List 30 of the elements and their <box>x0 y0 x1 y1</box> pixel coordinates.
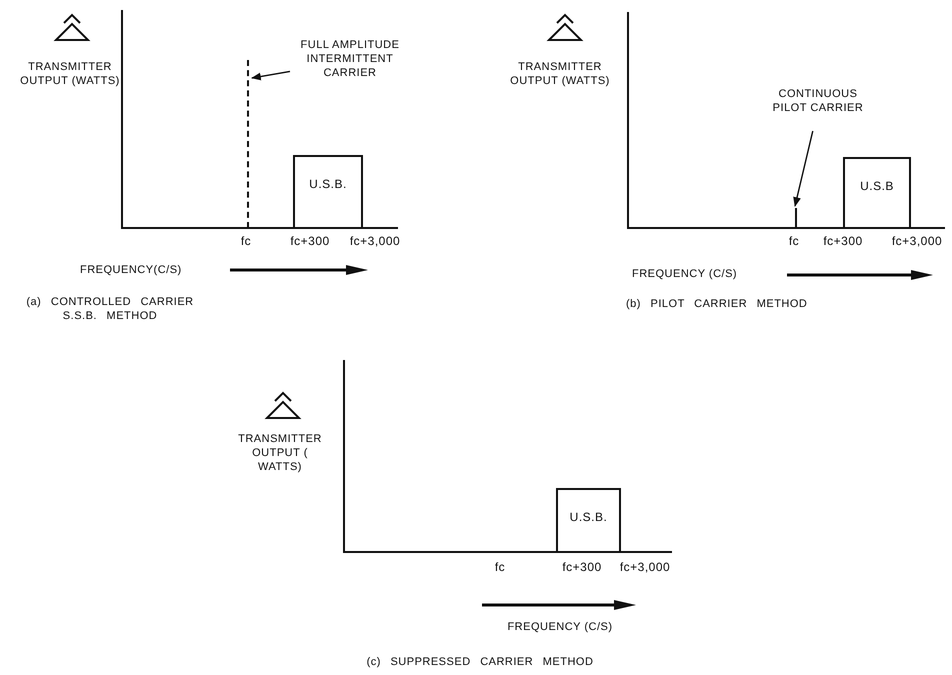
axis-label: FREQUENCY (C/S) <box>506 620 614 634</box>
callout-text: CONTINUOUS PILOT CARRIER <box>772 87 864 131</box>
axis-label: FREQUENCY (C/S) <box>632 267 738 281</box>
figure-caption: (a) CONTROLLED CARRIER S.S.B. METHOD <box>25 295 195 323</box>
axis-label: TRANSMITTER OUTPUT ( WATTS) <box>237 432 323 474</box>
sideband-label: U.S.B <box>860 179 894 193</box>
axis-label: FREQUENCY(C/S) <box>80 263 183 277</box>
tick-label: fc <box>788 234 800 248</box>
sideband-label: U.S.B. <box>309 177 347 191</box>
tick-label: fc+3,000 <box>890 234 944 248</box>
sideband-block <box>556 488 621 553</box>
tick-label: fc <box>240 234 252 248</box>
tick-label: fc <box>494 560 506 574</box>
figure-caption: (b) PILOT CARRIER METHOD <box>626 297 808 311</box>
tick-label: fc+300 <box>289 234 331 248</box>
callout-text: FULL AMPLITUDE INTERMITTENT CARRIER <box>290 38 410 84</box>
tick-label: fc+3,000 <box>348 234 402 248</box>
sideband-block <box>293 155 363 229</box>
carrier-line <box>795 208 797 228</box>
tick-label: fc+3,000 <box>618 560 672 574</box>
sideband-label: U.S.B. <box>570 510 608 524</box>
axis-label: TRANSMITTER OUTPUT (WATTS) <box>20 60 120 88</box>
tick-label: fc+300 <box>822 234 864 248</box>
leader-line <box>251 70 290 80</box>
leader-line <box>793 130 814 207</box>
sideband-block <box>843 157 911 229</box>
carrier-line <box>247 60 251 228</box>
axis-label: TRANSMITTER OUTPUT (WATTS) <box>510 60 610 88</box>
figure-caption: (c) SUPPRESSED CARRIER METHOD <box>366 655 594 669</box>
tick-label: fc+300 <box>561 560 603 574</box>
